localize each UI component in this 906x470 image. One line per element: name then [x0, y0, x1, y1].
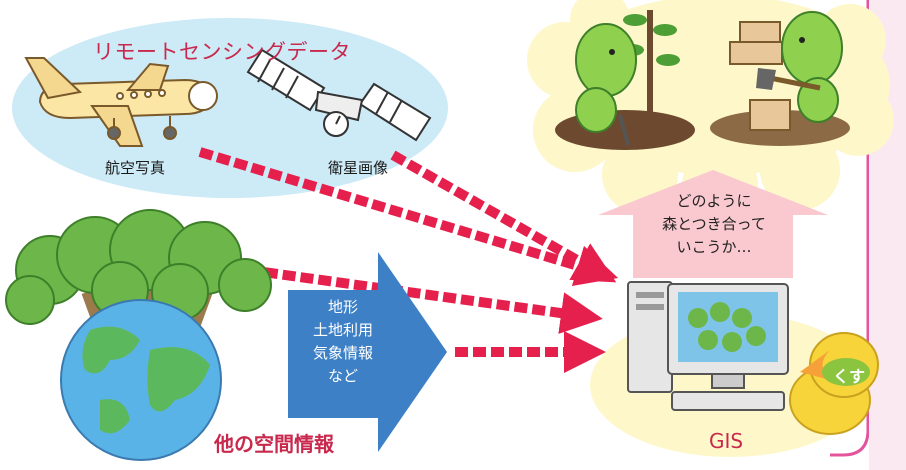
remote-sensing-title: リモートセンシングデータ	[93, 40, 351, 64]
satellite-image-label: 衛星画像	[327, 159, 388, 177]
computer-icon	[627, 281, 789, 411]
satellite-icon	[246, 48, 432, 142]
earth-globe-icon	[60, 299, 222, 461]
dashed-arrow-satellite-to-gis	[390, 150, 617, 283]
speech-bubble-line: いこうか…	[676, 238, 752, 256]
remote-sensing-ellipse	[12, 18, 448, 198]
page-frame	[830, 0, 870, 457]
aerial-photo-label: 航空写真	[104, 159, 165, 177]
airplane-icon	[24, 57, 218, 147]
speech-bubble-line: どのように	[676, 192, 752, 210]
spatial-info-item: 地形	[327, 298, 358, 316]
kusu-mascot-icon	[789, 332, 879, 435]
spatial-info-item: 気象情報	[312, 344, 373, 362]
speech-bubble-text: どのように 森とつき合って いこうか…	[637, 190, 791, 259]
blue-arrow	[288, 252, 447, 452]
dashed-arrow-aerial-to-gis	[198, 147, 619, 287]
mascot-planting-icon	[555, 10, 695, 150]
other-spatial-title: 他の空間情報	[214, 432, 334, 456]
mascot-chopping-icon	[710, 11, 850, 146]
spatial-info-list: 地形 土地利用 気象情報 など	[288, 296, 398, 388]
spatial-info-item: など	[327, 367, 358, 385]
kusu-tag: くす	[833, 367, 866, 386]
pink-up-arrow	[598, 170, 828, 278]
gis-label: GIS	[708, 429, 744, 453]
speech-bubble-line: 森とつき合って	[662, 215, 766, 233]
spatial-info-item: 土地利用	[312, 321, 373, 339]
